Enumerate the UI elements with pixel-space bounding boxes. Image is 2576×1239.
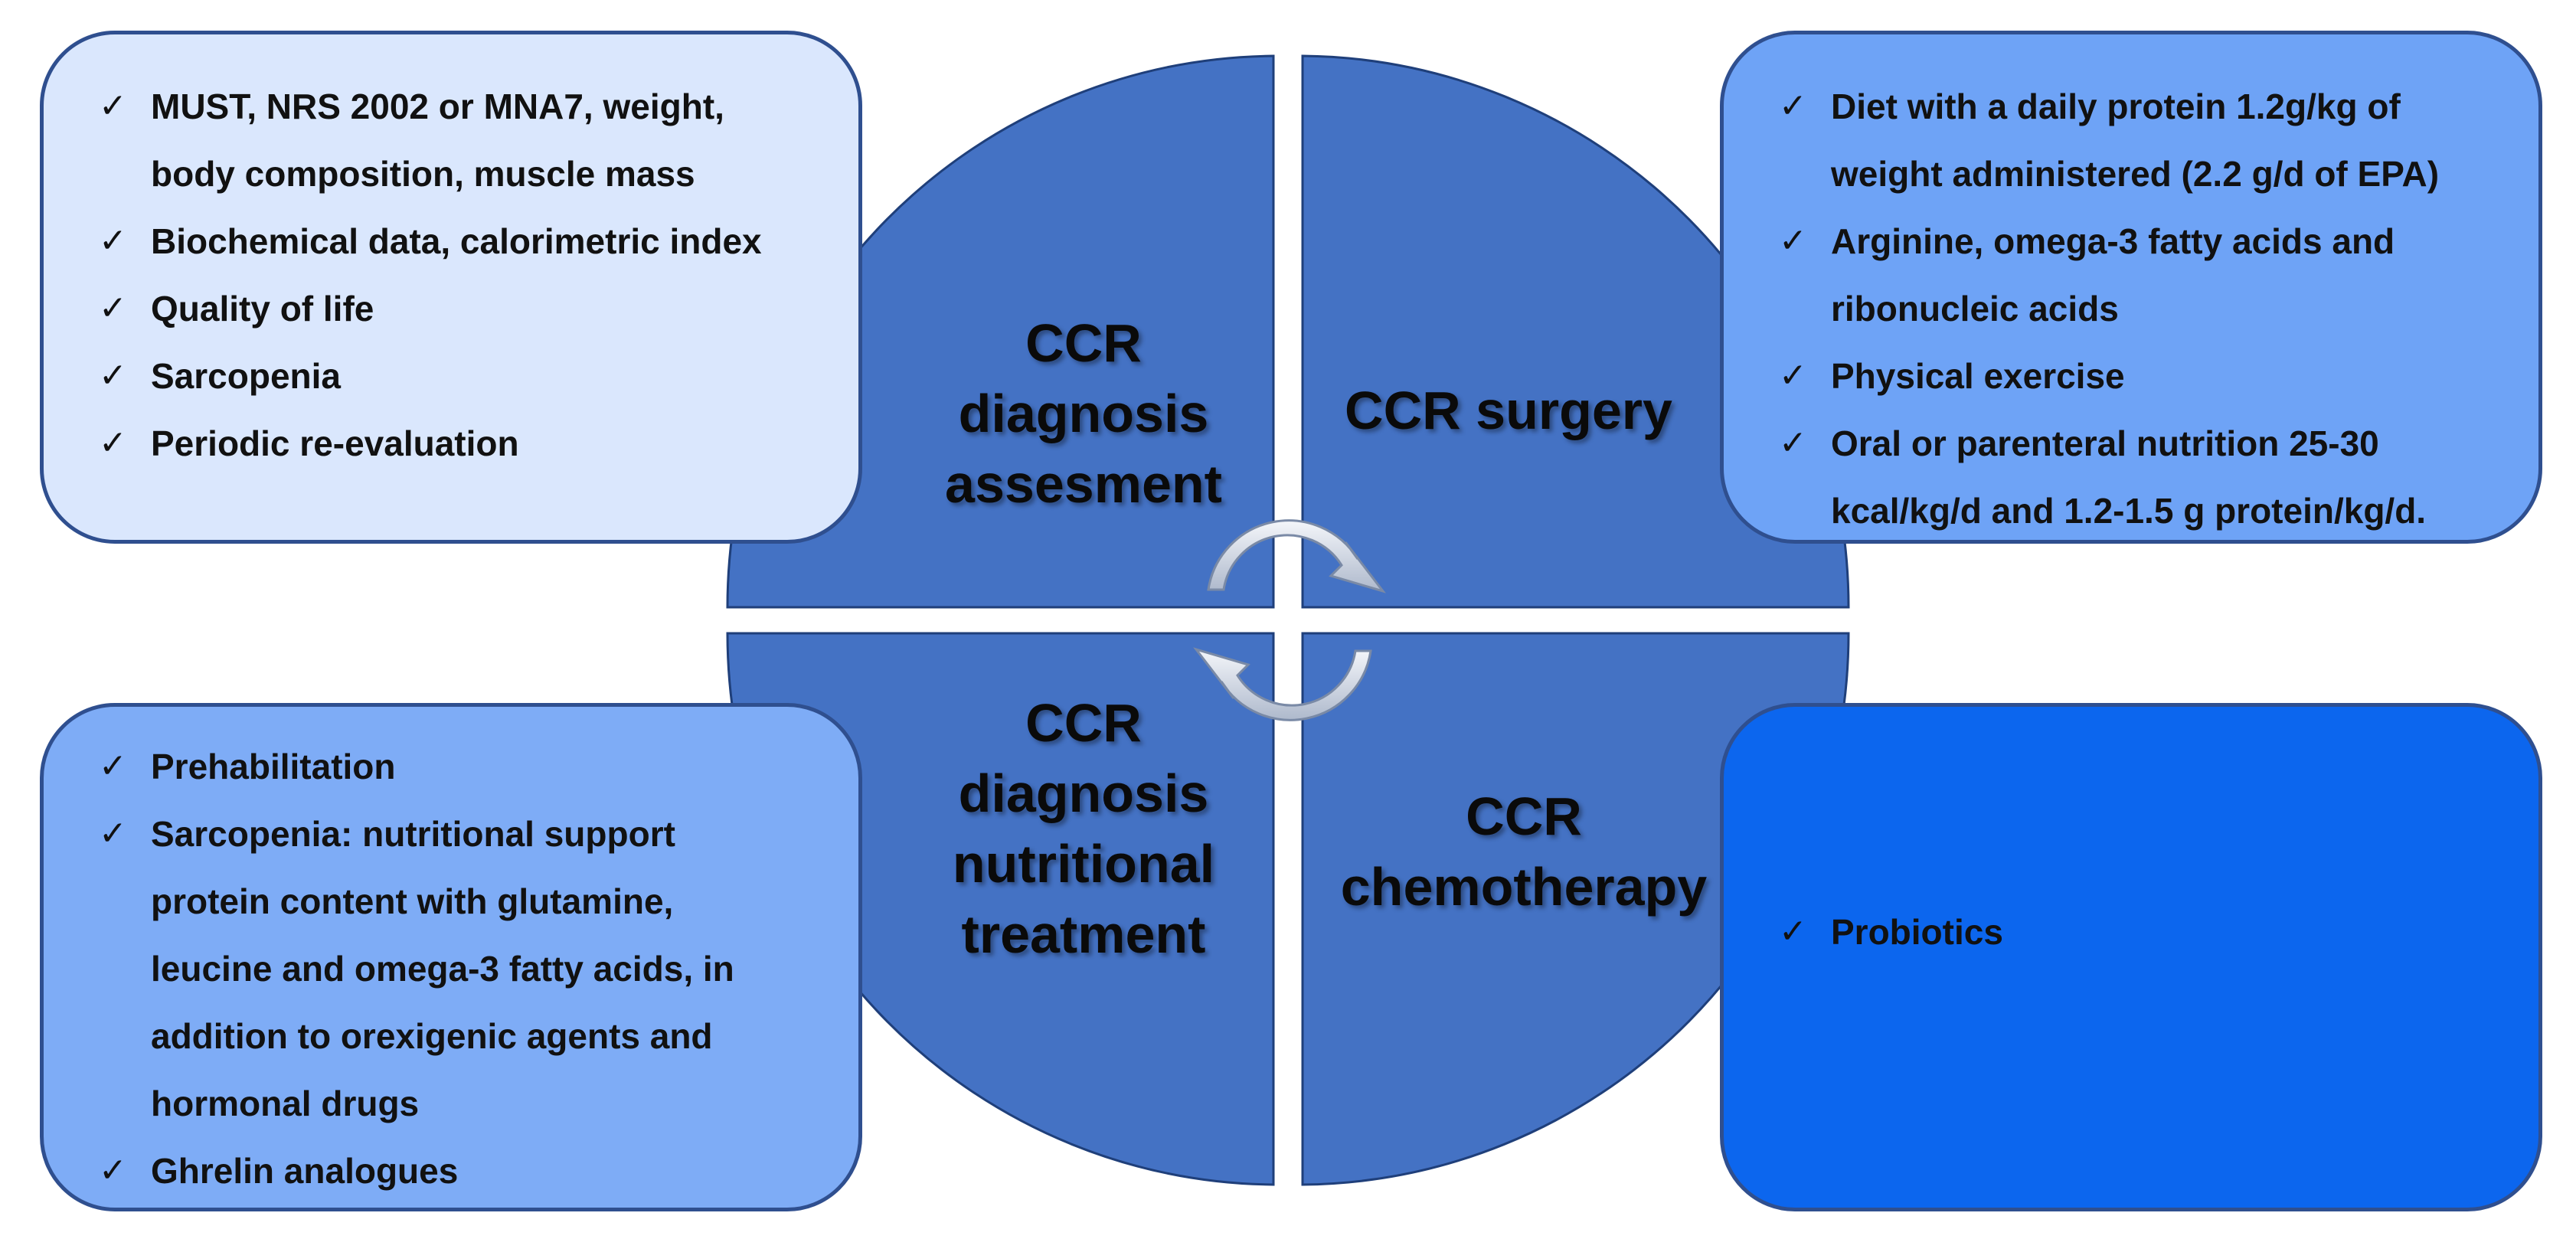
quadrant-label-chemotherapy: CCR chemotherapy <box>1325 781 1723 922</box>
list-item-line: Biochemical data, calorimetric index <box>151 221 762 261</box>
list-item-line: Sarcopenia <box>151 356 341 396</box>
quadrant-label-line: treatment <box>961 904 1206 964</box>
list-item: ✓ Arginine, omega-3 fatty acids and ribo… <box>1779 208 2523 342</box>
chemotherapy-box: ✓ Probiotics <box>1720 703 2542 1211</box>
list-item-line: Ghrelin analogues <box>151 1151 459 1191</box>
list-item: ✓ MUST, NRS 2002 or MNA7, weight, body c… <box>99 73 828 208</box>
list-item: ✓ Prehabilitation <box>99 733 828 800</box>
quadrant-label-nutrition: CCR diagnosis nutritional treatment <box>915 688 1252 969</box>
list-item: ✓ Probiotics <box>1779 898 2508 966</box>
list-item-line: body composition, muscle mass <box>151 154 695 194</box>
quadrant-label-line: diagnosis <box>958 763 1209 823</box>
quadrant-label-line: CCR <box>1025 313 1142 373</box>
list-item-line: protein content with glutamine, <box>151 881 674 921</box>
quadrant-label-line: CCR <box>1466 786 1582 846</box>
list-item: ✓ Oral or parenteral nutrition 25-30 kca… <box>1779 410 2523 544</box>
list-item-line: hormonal drugs <box>151 1084 420 1123</box>
list-item-line: Periodic re-evaluation <box>151 423 519 463</box>
list-item: ✓ Sarcopenia: nutritional support protei… <box>99 800 828 1137</box>
checkmark-icon: ✓ <box>1779 87 1807 126</box>
surgery-box: ✓ Diet with a daily protein 1.2g/kg of w… <box>1720 31 2542 544</box>
checkmark-icon: ✓ <box>1779 356 1807 395</box>
list-item-line: Arginine, omega-3 fatty acids and <box>1831 221 2395 261</box>
quadrant-label-line: nutritional <box>952 834 1215 894</box>
list-item-line: weight administered (2.2 g/d of EPA) <box>1831 154 2440 194</box>
checkmark-icon: ✓ <box>99 1151 127 1190</box>
quadrant-label-surgery: CCR surgery <box>1302 375 1715 446</box>
quadrant-label-line: chemotherapy <box>1340 857 1708 917</box>
quadrant-label-line: assesment <box>945 454 1222 514</box>
nutrition-box: ✓ Prehabilitation ✓ Sarcopenia: nutritio… <box>40 703 862 1211</box>
list-item-line: Sarcopenia: nutritional support <box>151 814 675 854</box>
list-item-line: Oral or parenteral nutrition 25-30 <box>1831 423 2379 463</box>
list-item: ✓ Biochemical data, calorimetric index <box>99 208 828 275</box>
quadrant-label-line: CCR <box>1025 693 1142 753</box>
circular-arrows-icon <box>1193 519 1386 721</box>
list-item-line: Physical exercise <box>1831 356 2125 396</box>
checkmark-icon: ✓ <box>99 814 127 853</box>
nutrition-list: ✓ Prehabilitation ✓ Sarcopenia: nutritio… <box>99 733 828 1205</box>
list-item: ✓ Quality of life <box>99 275 828 342</box>
quadrant-label-assessment: CCR diagnosis assesment <box>915 308 1252 519</box>
checkmark-icon: ✓ <box>1779 912 1807 951</box>
list-item-line: kcal/kg/d and 1.2-1.5 g protein/kg/d. <box>1831 491 2427 531</box>
list-item-line: Quality of life <box>151 289 374 329</box>
chemotherapy-list: ✓ Probiotics <box>1779 898 2508 966</box>
cycle-arrow-bottom <box>1193 647 1372 721</box>
checkmark-icon: ✓ <box>99 289 127 328</box>
quadrant-label-line: diagnosis <box>958 384 1209 443</box>
checkmark-icon: ✓ <box>99 747 127 786</box>
list-item: ✓ Ghrelin analogues <box>99 1137 828 1205</box>
checkmark-icon: ✓ <box>99 87 127 126</box>
list-item-line: Prehabilitation <box>151 747 396 786</box>
list-item-line: addition to orexigenic agents and <box>151 1016 713 1056</box>
list-item: ✓ Periodic re-evaluation <box>99 410 828 477</box>
list-item: ✓ Physical exercise <box>1779 342 2523 410</box>
list-item: ✓ Sarcopenia <box>99 342 828 410</box>
list-item-line: Probiotics <box>1831 912 2003 952</box>
list-item-line: MUST, NRS 2002 or MNA7, weight, <box>151 87 724 126</box>
cycle-arrow-top <box>1207 519 1386 593</box>
checkmark-icon: ✓ <box>99 423 127 463</box>
list-item-line: Diet with a daily protein 1.2g/kg of <box>1831 87 2401 126</box>
assessment-box: ✓ MUST, NRS 2002 or MNA7, weight, body c… <box>40 31 862 544</box>
list-item-line: ribonucleic acids <box>1831 289 2119 329</box>
surgery-list: ✓ Diet with a daily protein 1.2g/kg of w… <box>1779 73 2523 544</box>
quadrant-label-line: CCR surgery <box>1345 381 1672 440</box>
checkmark-icon: ✓ <box>1779 221 1807 260</box>
assessment-list: ✓ MUST, NRS 2002 or MNA7, weight, body c… <box>99 73 828 477</box>
checkmark-icon: ✓ <box>1779 423 1807 463</box>
checkmark-icon: ✓ <box>99 356 127 395</box>
list-item-line: leucine and omega-3 fatty acids, in <box>151 949 734 989</box>
checkmark-icon: ✓ <box>99 221 127 260</box>
list-item: ✓ Diet with a daily protein 1.2g/kg of w… <box>1779 73 2523 208</box>
